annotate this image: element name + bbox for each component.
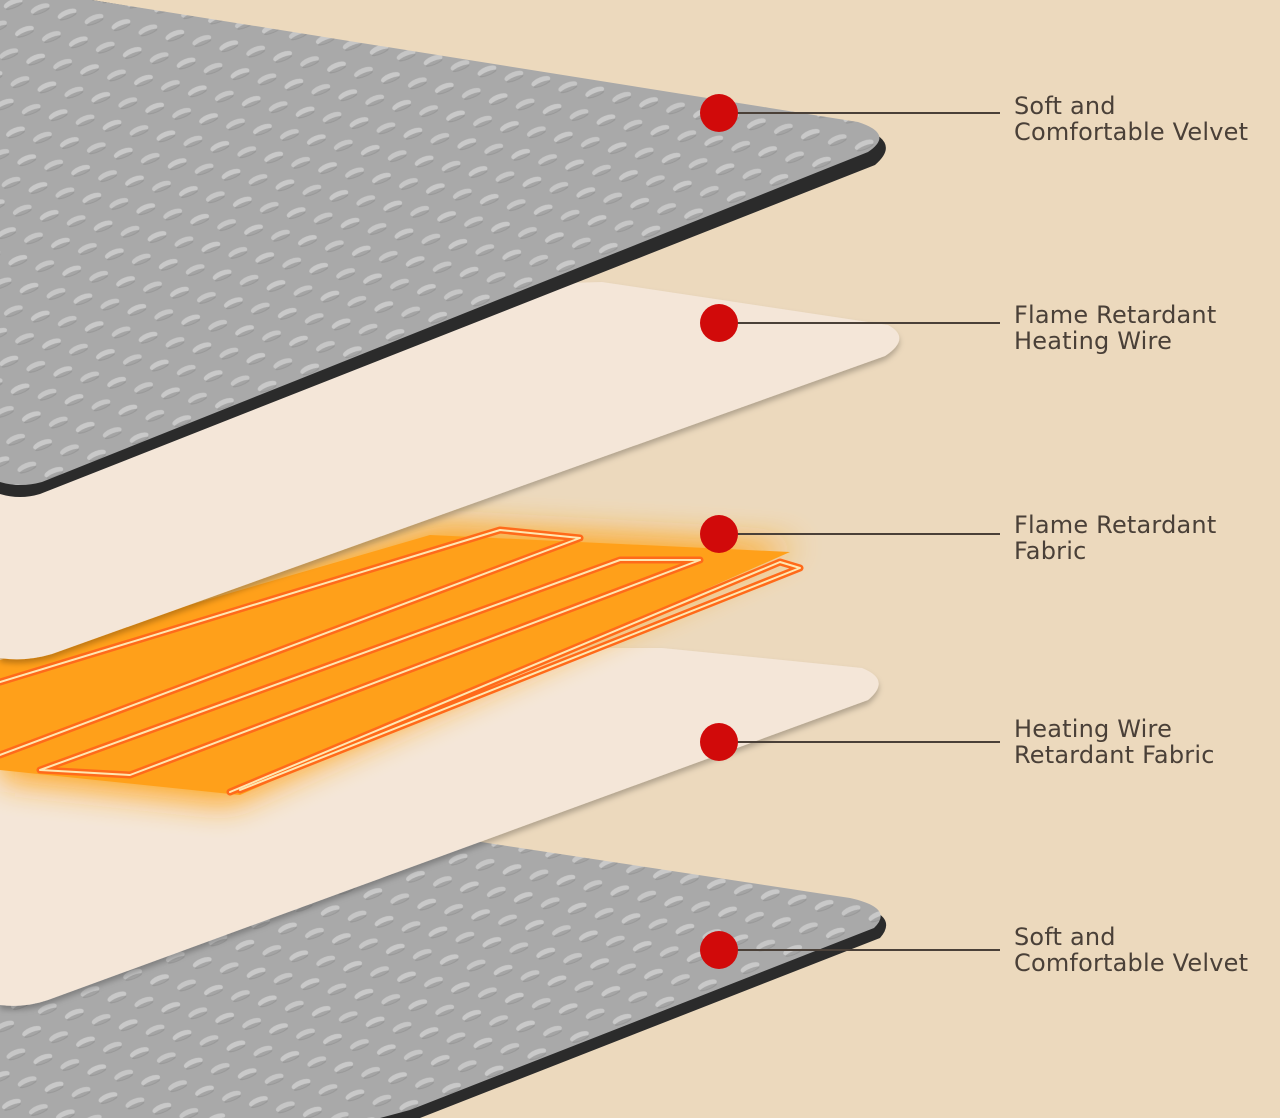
marker-dot-icon [700,931,738,969]
label-line: Heating Wire [1014,327,1173,355]
label-line: Heating Wire [1014,715,1173,743]
label-upper-fabric: Flame Retardant Heating Wire [1014,302,1216,354]
label-line: Fabric [1014,537,1087,565]
marker-dot-icon [700,94,738,132]
label-line: Comfortable Velvet [1014,118,1249,146]
label-heating-wire: Flame Retardant Fabric [1014,512,1216,564]
marker-dot-icon [700,515,738,553]
label-line: Soft and [1014,923,1116,951]
label-line: Flame Retardant [1014,511,1217,539]
label-line: Comfortable Velvet [1014,949,1249,977]
label-line: Retardant Fabric [1014,741,1215,769]
marker-dot-icon [700,304,738,342]
label-top-velvet: Soft and Comfortable Velvet [1014,93,1248,145]
marker-dot-icon [700,723,738,761]
callouts [700,94,1000,969]
top-velvet-layer [0,0,886,497]
label-lower-fabric: Heating Wire Retardant Fabric [1014,716,1215,768]
label-bottom-velvet: Soft and Comfortable Velvet [1014,924,1248,976]
label-line: Flame Retardant [1014,301,1217,329]
label-line: Soft and [1014,92,1116,120]
